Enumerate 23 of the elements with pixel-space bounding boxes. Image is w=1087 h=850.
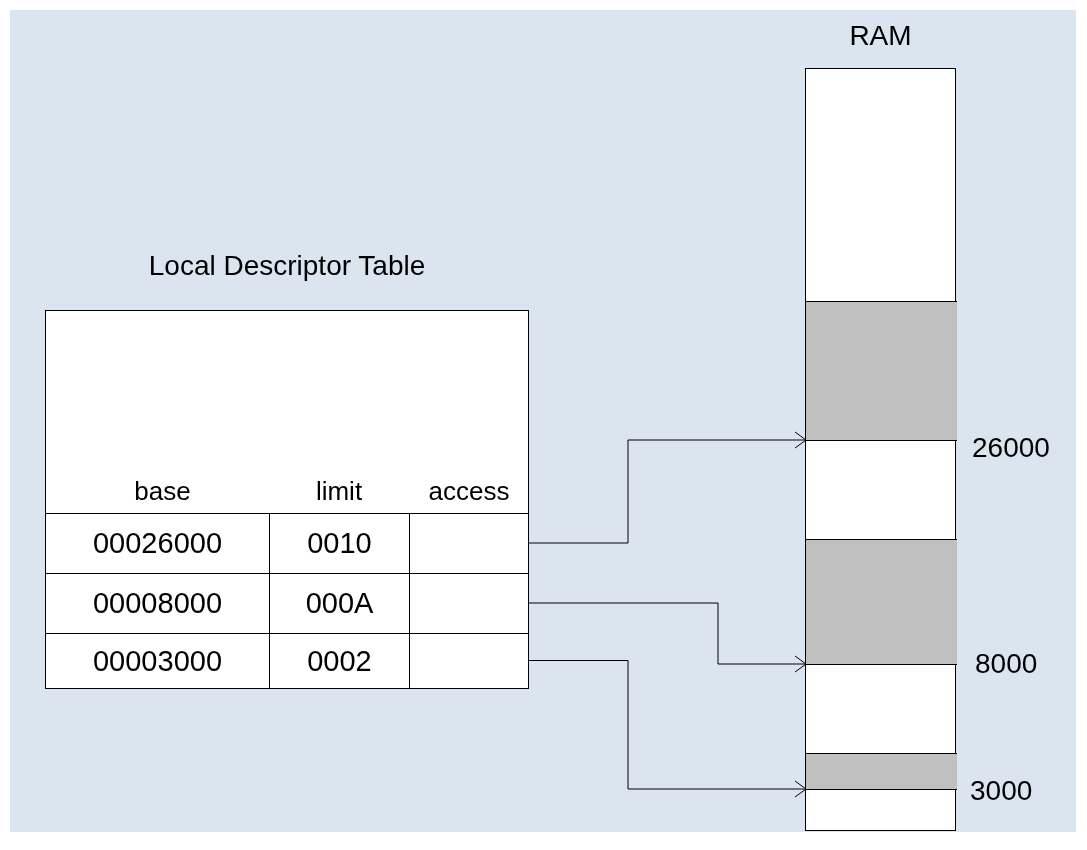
- table-cell: 00026000: [46, 513, 269, 573]
- table-cell: 00003000: [46, 633, 269, 689]
- address-label: 26000: [972, 432, 1050, 464]
- memory-segment: [806, 753, 957, 790]
- arrow: [527, 660, 807, 798]
- table-cell: 000A: [269, 573, 409, 633]
- access-cell: [409, 633, 528, 688]
- column-header: access: [427, 476, 511, 507]
- memory-segment: [806, 539, 957, 665]
- memory-title: RAM: [848, 20, 913, 52]
- column-header: limit: [314, 476, 364, 507]
- access-cell: [409, 513, 528, 573]
- address-label: 3000: [970, 775, 1033, 807]
- table-cell: 0002: [269, 633, 409, 689]
- table-cell: 0010: [269, 513, 409, 573]
- memory-segment: [806, 301, 957, 441]
- arrow: [527, 602, 807, 673]
- column-header: base: [133, 476, 192, 507]
- address-label: 8000: [975, 648, 1038, 680]
- table-cell: 00008000: [46, 573, 269, 633]
- arrow: [527, 431, 807, 544]
- access-cell: [409, 573, 528, 633]
- table-title: Local Descriptor Table: [147, 250, 427, 282]
